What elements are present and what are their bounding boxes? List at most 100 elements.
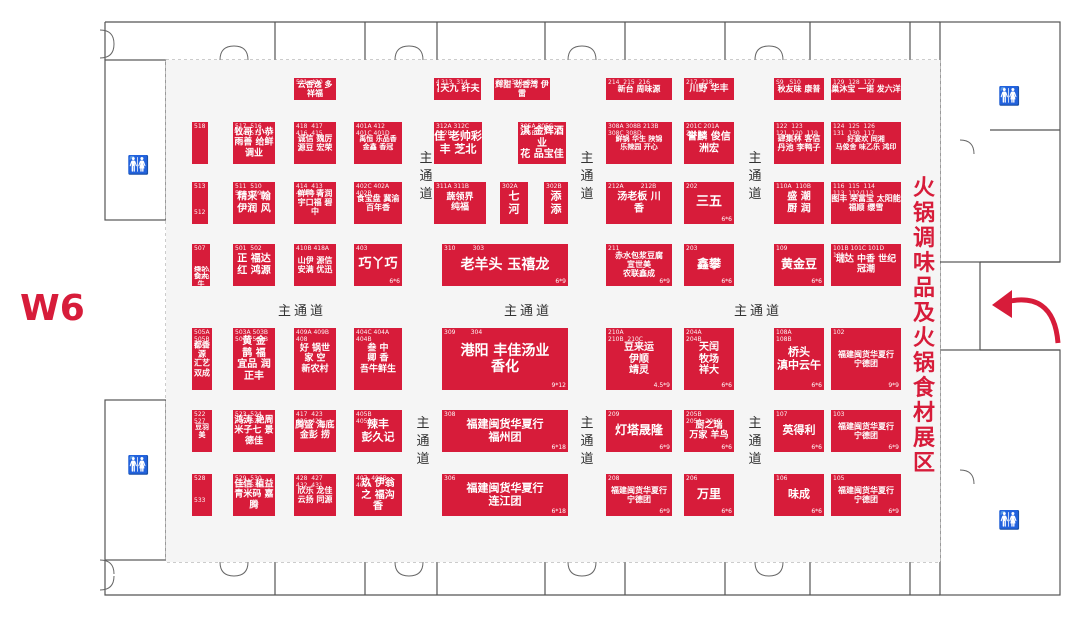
booth-number: 529 530 535 536 (235, 475, 262, 489)
booth-exhibitor-name: 巢沐宝 一诺 发六洋 (831, 84, 901, 94)
booth-exhibitor-name: 川野 华丰 (689, 83, 729, 94)
booth-exhibitor-name: 都香源 汇艺 双成 (194, 340, 210, 378)
booth-number: 305A 305C 305B (520, 123, 554, 137)
booth[interactable]: 533 (192, 496, 212, 516)
booth-number: 528 (194, 475, 206, 482)
booth[interactable]: 512 (192, 208, 208, 224)
booth-number: 206 (686, 475, 698, 482)
booth-exhibitor-name: 福建闽货华夏行 连江团 (466, 481, 544, 507)
booth-exhibitor-name: 灯塔晟隆 (614, 423, 663, 438)
booth-number: 110A 110B (776, 183, 811, 190)
booth-exhibitor-name: 诚信 魏厉 源豆 宏荣 (297, 133, 333, 152)
booth-number: 503A 503B 504A 504B (235, 329, 269, 343)
booth-exhibitor-name: 佳信 植益 青米码 嘉腾 (234, 479, 274, 511)
booth[interactable]: 518 (192, 122, 208, 164)
booth-number: 101B 101C 101D 101A (833, 245, 885, 259)
booth-exhibitor-name: 福建闽货华夏行 福州团 (466, 417, 544, 443)
booth-exhibitor-name: 好 锅世 家 空 新农村 (299, 343, 331, 375)
booth-exhibitor-name: 黄 金 鹊 福 宜品 润正丰 (237, 336, 271, 382)
booth-size: 6*6 (721, 278, 732, 285)
aisle-label-horizontal: 主通道 (278, 304, 327, 319)
booth-number: 405B 405A (356, 411, 372, 425)
booth-number: 105 (833, 475, 845, 482)
booth-exhibitor-name: 肆集林 客信 丹池 李鸭子 (777, 133, 821, 152)
booth-number: 507 (194, 245, 206, 252)
booth-exhibitor-name: 港阳 丰佳汤业 香化 (460, 342, 550, 375)
booth-number: 302A (502, 183, 518, 190)
aisle-label-vertical: 主通道 (416, 416, 430, 467)
restroom-icon: 🚻 (127, 455, 150, 476)
booth-number: 402C 402A 402B (356, 183, 390, 197)
booth-number: 511 510 508 509 (235, 183, 262, 197)
booth-exhibitor-name: 豆来运 伊顺 靖灵 (624, 341, 654, 376)
booth-size: 6*6 (721, 508, 732, 515)
booth-number: 401A 412 401C 401D (356, 123, 390, 137)
booth-exhibitor-name: 新台 周味源 (617, 84, 661, 94)
booth-exhibitor-name: 盛 潮 厨 润 (787, 191, 811, 215)
booth-exhibitor-name: 英得利 (782, 423, 816, 437)
booth-number: 404C 404A 404B (356, 329, 390, 343)
